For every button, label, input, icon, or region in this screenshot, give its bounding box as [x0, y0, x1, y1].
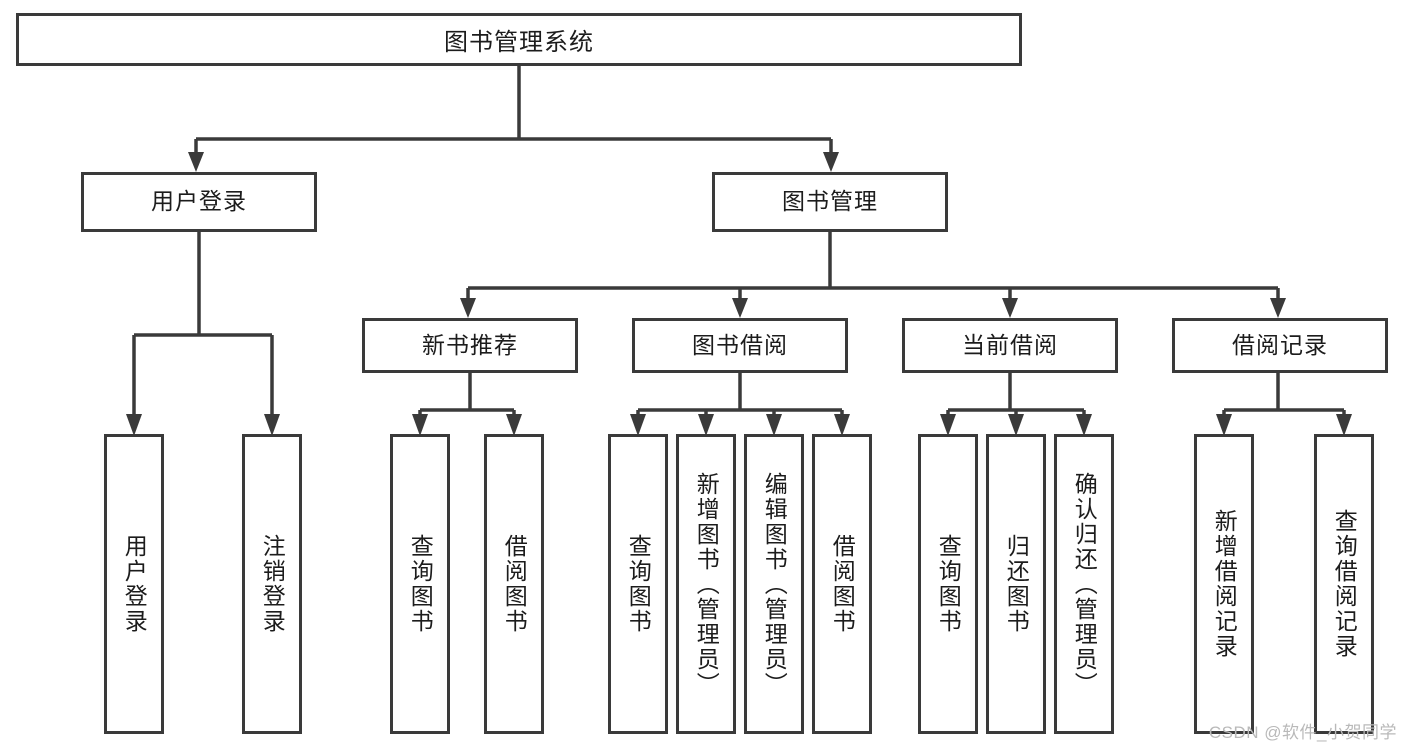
arrowhead-leaf-logout [264, 414, 280, 436]
arrowhead-leaf-confirm-return [1076, 414, 1092, 436]
node-root-label: 图书管理系统 [444, 29, 594, 56]
leaf-add-book-label: 新增图书（管理员） [693, 471, 720, 697]
leaf-query-record-label: 查询借阅记录 [1331, 509, 1358, 659]
leaf-confirm-return-label: 确认归还（管理员） [1071, 471, 1098, 697]
arrowhead-book-borrow [732, 298, 748, 318]
leaf-logout-label: 注销登录 [259, 534, 286, 634]
leaf-user-login[interactable]: 用户登录 [104, 434, 164, 734]
arrowhead-borrow-record [1270, 298, 1286, 318]
node-user-login[interactable]: 用户登录 [81, 172, 317, 232]
leaf-edit-book[interactable]: 编辑图书（管理员） [744, 434, 804, 734]
arrowhead-leaf-query-record [1336, 414, 1352, 436]
node-borrow-record[interactable]: 借阅记录 [1172, 318, 1388, 373]
leaf-add-book[interactable]: 新增图书（管理员） [676, 434, 736, 734]
leaf-add-record-label: 新增借阅记录 [1211, 509, 1238, 659]
leaf-query-book-1-label: 查询图书 [407, 534, 434, 634]
leaf-query-book-1[interactable]: 查询图书 [390, 434, 450, 734]
leaf-confirm-return[interactable]: 确认归还（管理员） [1054, 434, 1114, 734]
node-borrow-record-label: 借阅记录 [1232, 331, 1328, 358]
node-user-login-label: 用户登录 [151, 188, 247, 215]
node-book-borrow-label: 图书借阅 [692, 331, 788, 358]
arrowhead-leaf-user-login [126, 414, 142, 436]
arrowhead-leaf-query-book-1 [412, 414, 428, 436]
leaf-user-login-label: 用户登录 [121, 534, 148, 634]
leaf-logout[interactable]: 注销登录 [242, 434, 302, 734]
leaf-borrow-book-2[interactable]: 借阅图书 [812, 434, 872, 734]
node-book-management-label: 图书管理 [782, 188, 878, 215]
arrowhead-new-book-recommend [460, 298, 476, 318]
leaf-return-book-label: 归还图书 [1003, 534, 1030, 634]
arrowhead-leaf-query-book-3 [940, 414, 956, 436]
node-book-borrow[interactable]: 图书借阅 [632, 318, 848, 373]
leaf-borrow-book-1-label: 借阅图书 [501, 534, 528, 634]
leaf-borrow-book-1[interactable]: 借阅图书 [484, 434, 544, 734]
arrowhead-leaf-add-book [698, 414, 714, 436]
leaf-query-book-2[interactable]: 查询图书 [608, 434, 668, 734]
arrowhead-leaf-borrow-book-2 [834, 414, 850, 436]
leaf-edit-book-label: 编辑图书（管理员） [761, 471, 788, 697]
leaf-query-book-3[interactable]: 查询图书 [918, 434, 978, 734]
node-current-borrow-label: 当前借阅 [962, 331, 1058, 358]
arrowhead-leaf-borrow-book-1 [506, 414, 522, 436]
arrowhead-leaf-add-record [1216, 414, 1232, 436]
leaf-query-book-3-label: 查询图书 [935, 534, 962, 634]
node-current-borrow[interactable]: 当前借阅 [902, 318, 1118, 373]
node-new-book-recommend-label: 新书推荐 [422, 331, 518, 358]
arrowhead-leaf-return-book [1008, 414, 1024, 436]
arrowhead-current-borrow [1002, 298, 1018, 318]
leaf-return-book[interactable]: 归还图书 [986, 434, 1046, 734]
node-book-management[interactable]: 图书管理 [712, 172, 948, 232]
watermark: CSDN @软件_小贺同学 [1208, 723, 1397, 742]
leaf-borrow-book-2-label: 借阅图书 [829, 534, 856, 634]
arrowhead-leaf-edit-book [766, 414, 782, 436]
node-new-book-recommend[interactable]: 新书推荐 [362, 318, 578, 373]
arrowhead-user-login [188, 152, 204, 172]
arrowhead-leaf-query-book-2 [630, 414, 646, 436]
leaf-query-record[interactable]: 查询借阅记录 [1314, 434, 1374, 734]
leaf-add-record[interactable]: 新增借阅记录 [1194, 434, 1254, 734]
node-root[interactable]: 图书管理系统 [16, 13, 1022, 66]
arrowhead-book-management [823, 152, 839, 172]
leaf-query-book-2-label: 查询图书 [625, 534, 652, 634]
